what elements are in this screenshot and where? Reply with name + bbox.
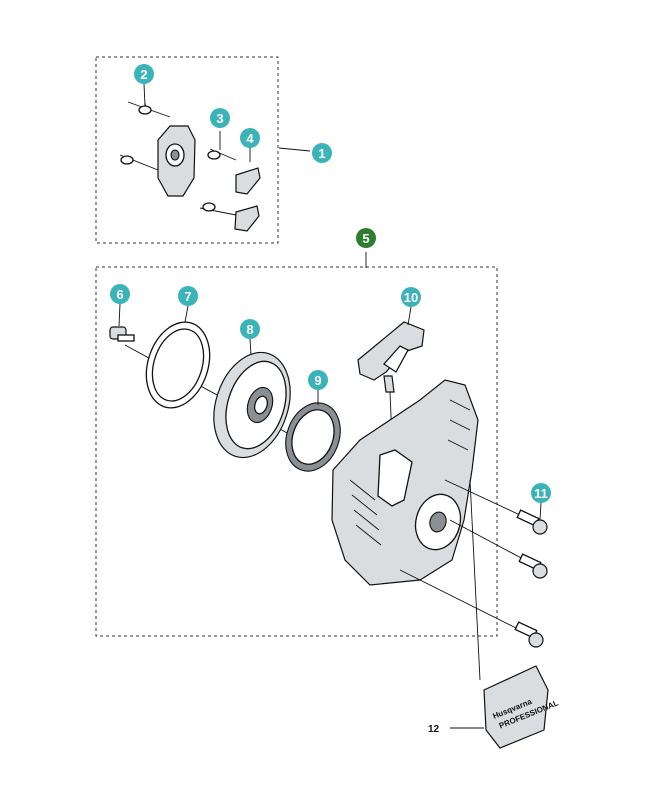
rope-pulley — [213, 351, 291, 459]
hub-bore — [170, 149, 180, 161]
starter-handle — [357, 321, 425, 441]
recoil-spring — [285, 402, 341, 472]
svg-text:3: 3 — [216, 111, 223, 126]
svg-text:1: 1 — [318, 146, 325, 161]
pawl-assembly — [119, 101, 311, 232]
svg-text:7: 7 — [184, 289, 191, 304]
starter-housing — [331, 379, 479, 586]
svg-text:6: 6 — [116, 287, 123, 302]
assembly-5-box — [95, 266, 498, 637]
callout-6: 6 — [110, 284, 130, 304]
callout-1: 1 — [312, 143, 332, 163]
svg-text:11: 11 — [534, 486, 548, 501]
svg-text:5: 5 — [362, 231, 369, 246]
starter-assembly — [109, 252, 548, 681]
callout-8: 8 — [240, 319, 260, 339]
pawl-spring-upper — [207, 150, 221, 160]
svg-text:8: 8 — [246, 322, 253, 337]
screw-2 — [518, 553, 548, 579]
clip-upper — [138, 105, 152, 115]
callout-9: 9 — [308, 370, 328, 390]
callout-2: 2 — [134, 64, 154, 84]
callout-4: 4 — [240, 128, 260, 148]
center-bolt — [109, 326, 135, 342]
clip-lower — [120, 155, 134, 165]
svg-text:2: 2 — [140, 67, 147, 82]
screw-3 — [514, 621, 544, 648]
svg-text:9: 9 — [314, 373, 321, 388]
callout-5: 5 — [356, 228, 376, 248]
recoil-spring-ring — [145, 321, 211, 409]
pawl-lower — [234, 205, 260, 232]
svg-text:10: 10 — [404, 290, 418, 305]
callout-10: 10 — [401, 287, 421, 307]
pawl-upper — [235, 167, 261, 195]
assembly-1-box — [95, 56, 279, 244]
svg-text:4: 4 — [246, 131, 254, 146]
decal: Husqvarna PROFESSIONAL — [450, 665, 560, 749]
label-12: 12 — [428, 724, 440, 735]
pawl-spring-lower — [202, 202, 216, 212]
screw-1 — [516, 509, 548, 535]
callout-3: 3 — [210, 108, 230, 128]
callout-11: 11 — [531, 483, 551, 503]
callout-7: 7 — [178, 286, 198, 306]
